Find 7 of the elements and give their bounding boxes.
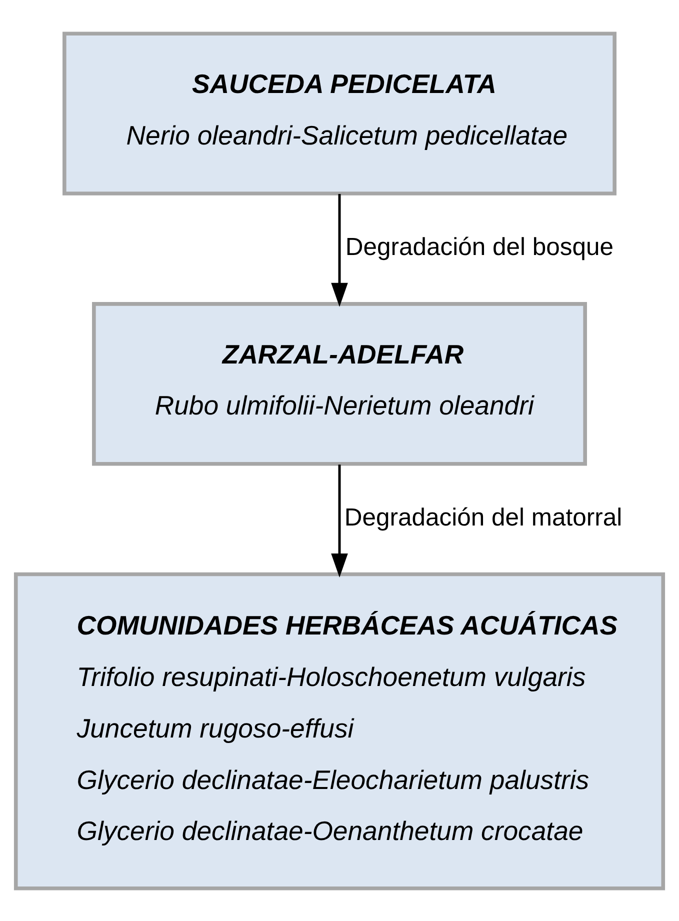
node-box: SAUCEDA PEDICELATA Nerio oleandri-Salicetum pedicellatae xyxy=(62,31,616,195)
arrow xyxy=(331,194,348,306)
edge-label: Degradación del matorral xyxy=(344,504,622,532)
node-box: ZARZAL-ADELFAR Rubo ulmifolii-Nerietum oleandri xyxy=(92,302,587,466)
edge-label: Degradación del bosque xyxy=(345,234,614,261)
node-box: COMUNIDADES HERBÁCEAS ACUÁTICAS Trifolio resupinati-Holoschoenetum vulgaris Juncetum rugoso-effusi Glycerio declinatae-Eleocharietum palustris Glycerio declinatae-Oenanthetum crocatae xyxy=(14,572,666,890)
arrow xyxy=(331,464,348,578)
